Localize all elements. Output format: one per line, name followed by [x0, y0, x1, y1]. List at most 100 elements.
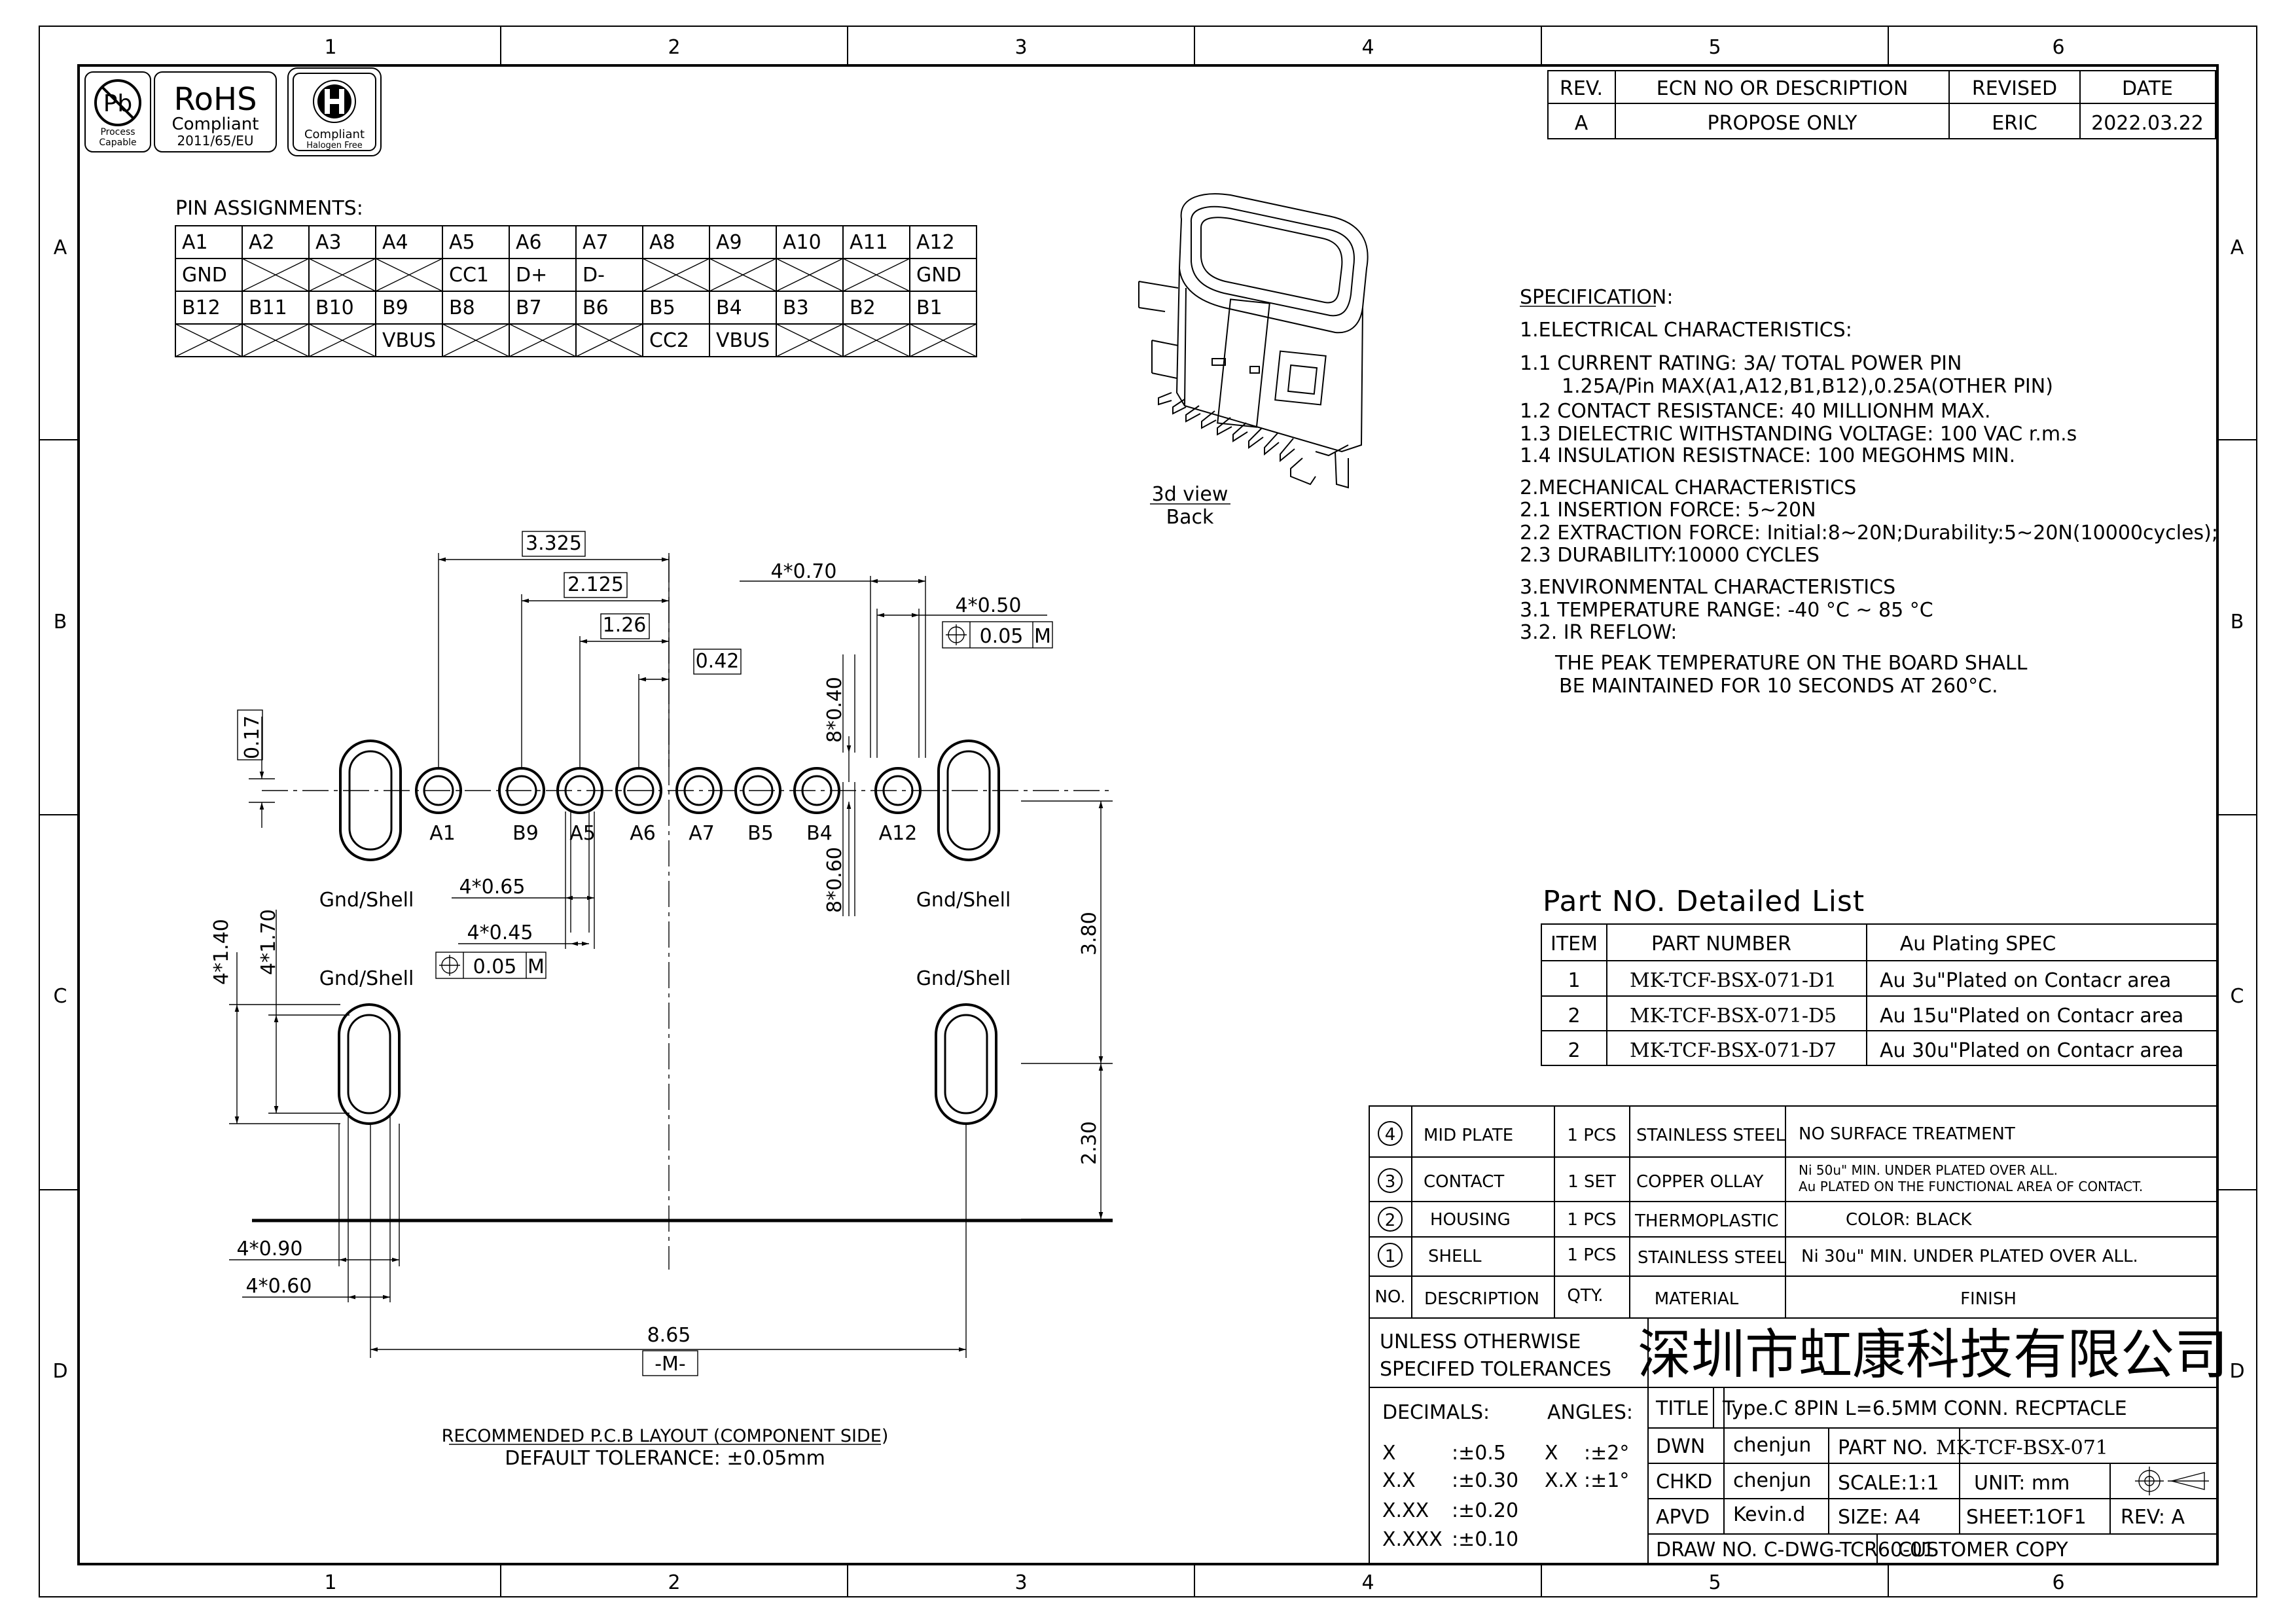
bom-material: THERMOPLASTIC	[1634, 1211, 1779, 1231]
pcb-tolerance: DEFAULT TOLERANCE: ±0.05mm	[505, 1447, 825, 1470]
dwn-value: chenjun	[1733, 1434, 1811, 1457]
bom-finish: Ni 30u" MIN. UNDER PLATED OVER ALL.	[1801, 1247, 2138, 1266]
row-label: D	[2229, 1360, 2244, 1383]
pin-cell	[909, 323, 977, 357]
part-number: MK-TCF-BSX-071-D7	[1630, 1039, 1837, 1062]
bom-header: DESCRIPTION	[1424, 1289, 1539, 1309]
signal-pad	[498, 767, 545, 814]
tol-modifier: M	[1034, 625, 1051, 648]
pad-label: B9	[512, 822, 539, 845]
pin-label: A1	[182, 231, 208, 254]
dim-text: 4*1.40	[210, 919, 233, 985]
spec-line: 2.1 INSERTION FORCE: 5~20N	[1520, 499, 1816, 522]
part-header: Au Plating SPEC	[1900, 933, 2056, 955]
pin-cell-cross	[308, 258, 376, 292]
shell-slot-pad	[937, 740, 1000, 861]
bom-header: FINISH	[1960, 1289, 2017, 1309]
tol-value: 0.05	[473, 955, 517, 978]
pin-label: CC1	[449, 264, 489, 287]
dim-text: 8*0.60	[823, 847, 846, 913]
rev-value: ERIC	[1992, 112, 2037, 135]
pin-label: B3	[783, 296, 809, 319]
pcb-layout: A1 B9 A5 A6 A7 B5 B4 A12 Gnd/Shell Gnd/S…	[210, 531, 1113, 1470]
bom-material: STAINLESS STEEL	[1636, 1126, 1785, 1145]
pin-label: B11	[249, 296, 287, 319]
pin-label: A2	[249, 231, 275, 254]
title-value: Type.C 8PIN L=6.5MM CONN. RECPTACLE	[1722, 1397, 2127, 1420]
shell-slot-pad	[339, 740, 402, 861]
pin-cell-cross	[575, 323, 643, 357]
pin-label: D-	[583, 264, 605, 287]
sheet-frame	[39, 26, 2257, 1597]
pin-cell-cross	[242, 323, 310, 357]
signal-pad	[874, 767, 922, 814]
signal-pad	[556, 767, 603, 814]
part-plating: Au 15u"Plated on Contacr area	[1880, 1005, 2183, 1027]
col-label: 5	[1708, 36, 1721, 59]
bom-desc: HOUSING	[1430, 1210, 1511, 1230]
tol-key: X	[1545, 1442, 1558, 1465]
bom-finish: Au PLATED ON THE FUNCTIONAL AREA OF CONT…	[1799, 1179, 2143, 1194]
pad-label: B5	[747, 822, 774, 845]
spec-line: 3.ENVIRONMENTAL CHARACTERISTICS	[1520, 576, 1895, 599]
revision-value: REV: A	[2121, 1506, 2185, 1529]
apvd-label: APVD	[1656, 1506, 1710, 1529]
pin-label: A4	[382, 231, 408, 254]
part-number: MK-TCF-BSX-071-D5	[1630, 1005, 1837, 1027]
pin-label: B8	[449, 296, 475, 319]
spec-line: 1.25A/Pin MAX(A1,A12,B1,B12),0.25A(OTHER…	[1562, 375, 2053, 398]
revision-table: REV. ECN NO OR DESCRIPTION REVISED DATE …	[1547, 70, 2216, 139]
row-label: C	[2231, 985, 2244, 1008]
gnd-shell-label: Gnd/Shell	[319, 967, 414, 990]
spec-line: 1.1 CURRENT RATING: 3A/ TOTAL POWER PIN	[1520, 352, 1962, 375]
pin-label: B7	[516, 296, 542, 319]
pb-logo: Pb Process Capable	[84, 71, 151, 152]
dwn-label: DWN	[1656, 1435, 1705, 1458]
rev-value: 2022.03.22	[2091, 112, 2204, 135]
pin-cell-cross	[242, 258, 310, 292]
pin-cell-cross	[175, 323, 243, 357]
tol-val: :±0.5	[1452, 1442, 1506, 1465]
chkd-label: CHKD	[1656, 1471, 1712, 1493]
partno-label: PART NO.	[1838, 1436, 1928, 1459]
spec-line: 1.4 INSULATION RESISTNACE: 100 MEGOHMS M…	[1520, 444, 2015, 467]
halogen-free-logo: Compliant Halogen Free	[287, 67, 382, 156]
shell-slot-pad	[338, 1003, 401, 1125]
pb-text: Capable	[99, 137, 136, 148]
dim-text: 0.42	[696, 650, 740, 673]
connector-3d-view	[1138, 193, 1369, 489]
pin-label: B6	[583, 296, 609, 319]
drawing-number: DRAW NO. C-DWG-TCR60-01	[1656, 1539, 1935, 1561]
pin-label: A9	[716, 231, 742, 254]
copy-type: CUSTOMER COPY	[1898, 1539, 2068, 1561]
pin-label: A3	[315, 231, 342, 254]
dim-text: 3.325	[526, 532, 582, 555]
tol-key: X	[1382, 1442, 1396, 1465]
spec-line: 2.MECHANICAL CHARACTERISTICS	[1520, 476, 1856, 499]
rohs-title: RoHS	[173, 81, 257, 118]
bom-no: 1	[1385, 1247, 1396, 1266]
tolerance-title: SPECIFED TOLERANCES	[1380, 1358, 1611, 1381]
specification-block: SPECIFICATION: 1.ELECTRICAL CHARACTERIST…	[1520, 286, 2218, 698]
gnd-shell-label: Gnd/Shell	[319, 889, 414, 912]
rev-header: REVISED	[1972, 77, 2057, 100]
rohs-text: Compliant	[172, 115, 259, 134]
tol-key: X.X	[1382, 1469, 1416, 1492]
col-label: 5	[1708, 1571, 1721, 1594]
tolerance-title: UNLESS OTHERWISE	[1380, 1330, 1581, 1353]
col-label: 1	[324, 1571, 336, 1594]
spec-line: BE MAINTAINED FOR 10 SECONDS AT 260°C.	[1559, 675, 1998, 698]
pin-label: B10	[315, 296, 354, 319]
bom-qty: 1 PCS	[1567, 1210, 1616, 1230]
position-tolerance-frame: 0.05 M	[435, 952, 547, 979]
part-number: MK-TCF-BSX-071-D1	[1630, 969, 1837, 992]
pin-label: A11	[850, 231, 888, 254]
pad-label: A6	[630, 822, 656, 845]
pin-cell-cross	[375, 258, 443, 292]
sheet-number: SHEET:1OF1	[1966, 1506, 2087, 1529]
row-label: A	[54, 236, 67, 259]
bom-qty: 1 PCS	[1567, 1245, 1616, 1265]
bom-material: STAINLESS STEEL	[1638, 1248, 1787, 1268]
decimals-label: DECIMALS:	[1382, 1401, 1490, 1424]
